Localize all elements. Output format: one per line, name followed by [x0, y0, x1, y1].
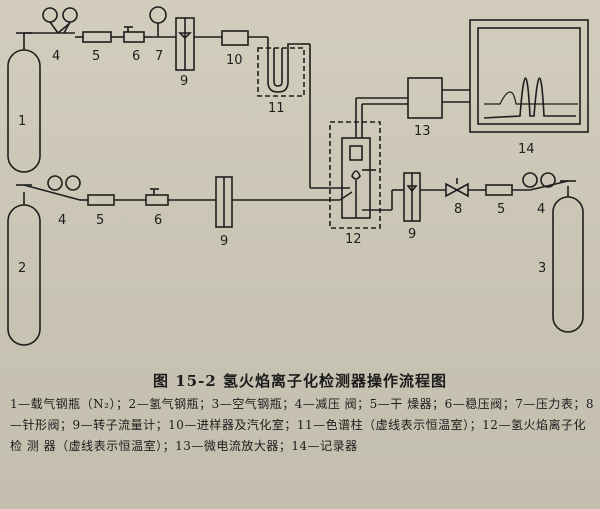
label-5a: 5 — [92, 49, 100, 64]
recorder — [469, 19, 589, 133]
figure-legend: 1—载气钢瓶（N₂）；2—氢气钢瓶；3—空气钢瓶；4—减压 阀；5—干 燥器；6… — [10, 397, 595, 453]
carrier-gas-line — [24, 6, 350, 189]
label-9a: 9 — [180, 74, 188, 89]
label-8: 8 — [454, 202, 462, 217]
label-12: 12 — [345, 232, 362, 247]
air-line — [362, 172, 569, 222]
fid-detector — [329, 98, 381, 229]
label-9c: 9 — [408, 227, 416, 242]
label-5b: 5 — [96, 213, 104, 228]
label-10: 10 — [226, 53, 243, 68]
nitrogen-cylinder — [7, 32, 41, 173]
label-1: 1 — [18, 114, 26, 129]
figure-caption: 图 15-2 氢火焰离子化检测器操作流程图 — [153, 372, 447, 390]
label-3: 3 — [538, 261, 546, 276]
label-6a: 6 — [132, 49, 140, 64]
label-14: 14 — [518, 142, 535, 157]
label-4a: 4 — [52, 49, 60, 64]
label-4b: 4 — [58, 213, 66, 228]
label-6b: 6 — [154, 213, 162, 228]
flow-diagram: 1 2 3 4 4 4 5 5 5 6 6 7 8 9 9 9 10 11 12… — [7, 6, 589, 346]
label-11: 11 — [268, 101, 285, 116]
label-5c: 5 — [497, 202, 505, 217]
label-4c: 4 — [537, 202, 545, 217]
hydrogen-line — [23, 175, 353, 228]
air-cylinder — [552, 180, 584, 333]
label-13: 13 — [414, 124, 431, 139]
label-7: 7 — [155, 49, 163, 64]
label-9b: 9 — [220, 234, 228, 249]
amplifier — [356, 77, 470, 119]
label-2: 2 — [18, 261, 26, 276]
